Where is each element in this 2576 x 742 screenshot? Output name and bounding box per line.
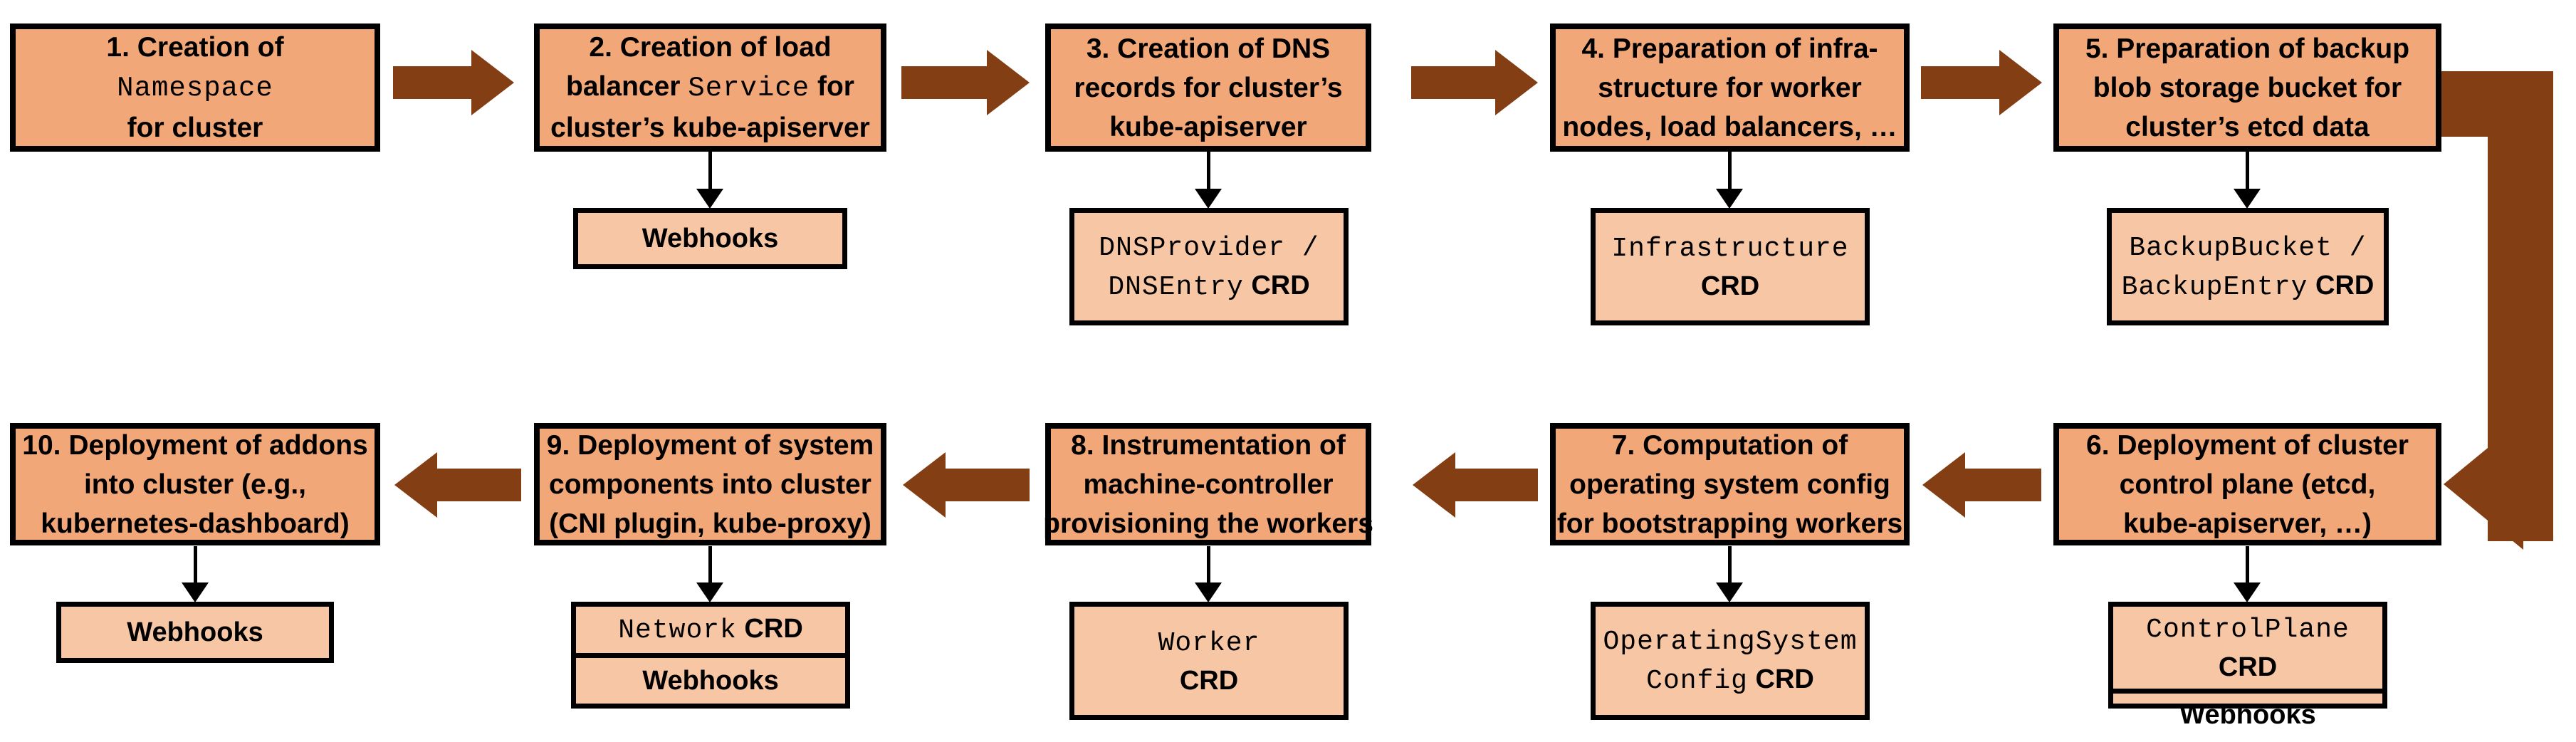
box-text-line: CRD	[1179, 665, 1239, 696]
sub-box-row: Webhooks	[61, 607, 329, 658]
box-text-line: 3. Creation of DNS	[1086, 33, 1331, 64]
box-text-line: provisioning the workers	[1043, 508, 1373, 539]
sub-box-row: Webhooks	[578, 213, 842, 264]
box-text-line: kubernetes-dashboard)	[41, 508, 350, 539]
box-text-line: into cluster (e.g.,	[83, 469, 307, 500]
box-text-line: records for cluster’s	[1074, 72, 1343, 103]
box-text-line: BackupBucket /	[2129, 232, 2367, 263]
down-arrow-icon	[2233, 152, 2261, 209]
down-arrow-icon	[2233, 546, 2261, 602]
flow-arrow-right-icon	[1411, 50, 1538, 115]
down-arrow-icon	[1194, 546, 1222, 602]
box-text-line: 4. Preparation of infra-	[1581, 33, 1878, 64]
sub-box-row: Webhooks	[2113, 689, 2382, 736]
sub-box-backup-crd: BackupBucket / BackupEntry CRD	[2107, 208, 2389, 325]
box-text-line: kube-apiserver, …)	[2123, 508, 2372, 539]
box-text-line: machine-controller	[1083, 469, 1334, 500]
flow-arrow-left-icon	[1413, 452, 1538, 518]
box-text-line: Network CRD	[618, 613, 803, 646]
step-box-9: 9. Deployment of system components into c…	[534, 423, 886, 545]
wrap-around-arrow-icon	[2441, 71, 2553, 550]
step-box-2: 2. Creation of load balancer Service for c…	[534, 23, 886, 152]
step-box-3: 3. Creation of DNS records for cluster’s k…	[1045, 23, 1371, 152]
sub-box-dns-crd: DNSProvider / DNSEntry CRD	[1069, 208, 1349, 325]
step-box-7: 7. Computation of operating system config…	[1550, 423, 1910, 545]
box-text-line: cluster’s kube-apiserver	[550, 113, 870, 143]
box-text-line: Webhooks	[2179, 700, 2316, 730]
box-text-line: kube-apiserver	[1109, 111, 1307, 142]
flow-arrow-left-icon	[903, 452, 1030, 518]
sub-box-webhooks-step2: Webhooks	[573, 208, 847, 269]
sub-box-network-crd: Network CRD Webhooks	[571, 602, 850, 709]
box-text-line: 5. Preparation of backup	[2085, 33, 2410, 64]
box-text-line: control plane (etcd,	[2119, 469, 2376, 500]
flow-arrow-right-icon	[901, 50, 1030, 115]
box-text-line: components into cluster	[549, 469, 871, 500]
sub-box-controlplane-crd: ControlPlane CRD Webhooks	[2108, 602, 2387, 730]
down-arrow-icon	[1715, 546, 1744, 602]
box-text-line: for cluster	[127, 113, 263, 143]
sub-box-row: ControlPlane CRD	[2113, 607, 2382, 689]
sub-box-webhooks-step10: Webhooks	[56, 602, 334, 663]
box-text-line: Worker	[1158, 627, 1260, 659]
box-text-line: 7. Computation of	[1611, 429, 1848, 461]
box-text-line: 9. Deployment of system	[546, 429, 874, 461]
flow-arrow-left-icon	[394, 452, 521, 518]
box-text-line: Webhooks	[642, 665, 779, 696]
box-text-line: 1. Creation of	[106, 32, 284, 63]
box-text-line: Webhooks	[127, 617, 263, 647]
step-box-10: 10. Deployment of addons into cluster (e.…	[10, 423, 380, 545]
box-text-line: Infrastructure	[1611, 234, 1849, 264]
box-text-line: OperatingSystem	[1603, 627, 1858, 657]
box-text-line: 8. Instrumentation of	[1071, 429, 1346, 461]
box-text-line: Namespace	[117, 73, 273, 104]
box-text-line: Webhooks	[642, 224, 779, 254]
box-text-line: ControlPlane CRD	[2146, 615, 2350, 682]
box-text-line: DNSProvider /	[1099, 232, 1319, 263]
box-text-line: DNSEntry CRD	[1108, 270, 1310, 303]
step-box-8: 8. Instrumentation of machine-controller p…	[1043, 423, 1373, 545]
step-box-6: 6. Deployment of cluster control plane (e…	[2053, 423, 2441, 545]
flow-arrow-left-icon	[1922, 452, 2041, 518]
box-text-line: 2. Creation of load	[589, 32, 832, 63]
sub-box-row: BackupBucket / BackupEntry CRD	[2112, 213, 2384, 320]
box-text-line: CRD	[1700, 271, 1760, 301]
box-text-line: (CNI plugin, kube-proxy)	[549, 508, 871, 539]
down-arrow-icon	[1715, 152, 1744, 209]
step-box-4: 4. Preparation of infra-structure for wo…	[1550, 23, 1910, 152]
sub-box-row: Webhooks	[576, 652, 845, 704]
box-text-line: cluster’s etcd data	[2125, 111, 2370, 142]
box-text-line: 6. Deployment of cluster	[2086, 429, 2409, 461]
box-text-line: blob storage bucket for	[2093, 72, 2402, 103]
step-box-1: 1. Creation of Namespace for cluster	[10, 23, 380, 152]
sub-box-row: Network CRD	[576, 607, 845, 653]
step-box-5: 5. Preparation of backup blob storage buc…	[2053, 23, 2441, 152]
box-text-line: Config CRD	[1646, 664, 1814, 696]
box-text-line: 10. Deployment of addons	[22, 429, 368, 461]
flow-arrow-right-icon	[1921, 50, 2042, 115]
box-text-line: structure for worker	[1598, 72, 1862, 103]
box-text-line: BackupEntry CRD	[2121, 270, 2375, 303]
flow-arrow-right-icon	[393, 50, 514, 115]
down-arrow-icon	[696, 546, 724, 602]
box-text-line: for bootstrapping workers	[1556, 508, 1903, 539]
down-arrow-icon	[181, 546, 209, 602]
box-text-line: balancer Service for	[566, 71, 854, 104]
box-text-line: nodes, load balancers, …	[1562, 111, 1897, 142]
down-arrow-icon	[696, 152, 724, 209]
sub-box-row: DNSProvider / DNSEntry CRD	[1074, 213, 1344, 320]
down-arrow-icon	[1194, 152, 1222, 209]
box-text-line: operating system config	[1569, 469, 1890, 500]
